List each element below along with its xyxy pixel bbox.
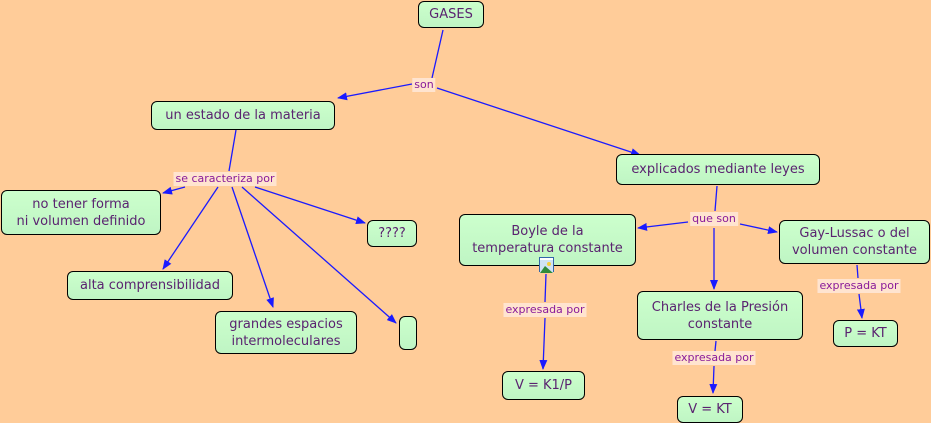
node-estado-materia[interactable]: un estado de la materia [151,101,335,130]
node-p-kt[interactable]: P = KT [833,320,898,347]
node-no-tener-forma[interactable]: no tener forma ni volumen definido [1,190,161,235]
node-v-kt[interactable]: V = KT [677,396,743,423]
node-charles[interactable]: Charles de la Presión constante [637,291,803,340]
node-alta-comprensibilidad[interactable]: alta comprensibilidad [67,271,233,300]
link-label-son[interactable]: son [412,78,436,92]
link-label-se-caracteriza[interactable]: se caracteriza por [173,172,277,186]
node-empty[interactable] [399,316,417,350]
node-grandes-espacios[interactable]: grandes espacios intermoleculares [215,311,357,354]
node-gay-lussac[interactable]: Gay-Lussac o del volumen constante [779,220,930,264]
link-label-expresada-gay[interactable]: expresada por [817,279,901,293]
link-label-que-son[interactable]: que son [690,212,738,226]
node-gases[interactable]: GASES [418,1,484,28]
link-label-expresada-charles[interactable]: expresada por [672,351,756,365]
node-v-k1-p[interactable]: V = K1/P [502,371,585,400]
link-label-expresada-boyle[interactable]: expresada por [503,303,587,317]
image-resource-icon[interactable] [539,257,554,273]
node-explicados-leyes[interactable]: explicados mediante leyes [616,154,820,185]
node-interrogantes[interactable]: ???? [367,220,417,247]
